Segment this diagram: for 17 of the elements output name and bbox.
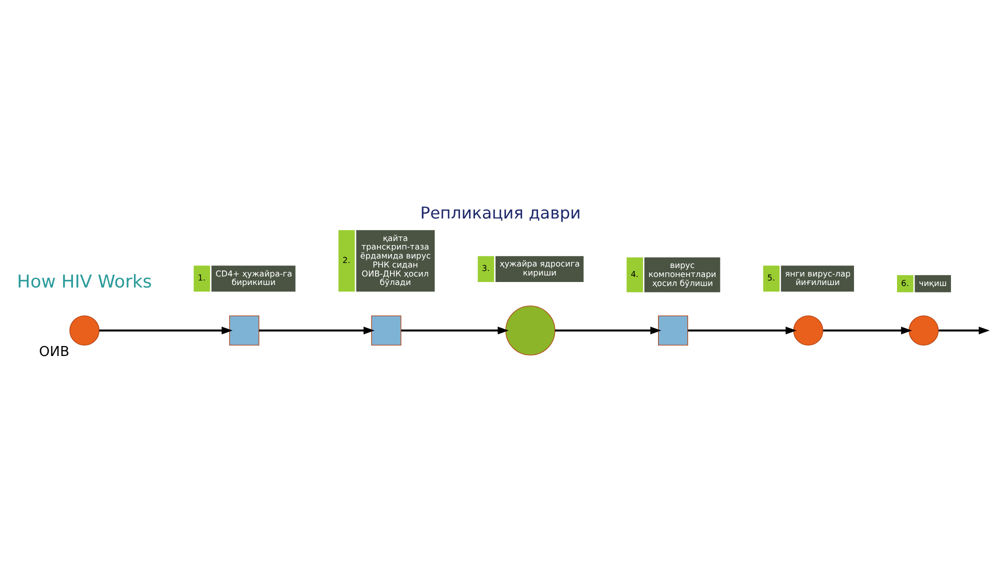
node-circle xyxy=(504,305,555,355)
node-circle xyxy=(908,314,938,346)
arrow xyxy=(258,326,374,334)
node-box xyxy=(228,314,259,346)
node-label: ОИВ xyxy=(38,344,69,360)
arrow xyxy=(687,326,796,334)
arrow xyxy=(98,326,232,334)
diagram-title: Репликация даври xyxy=(420,203,580,222)
arrow xyxy=(822,326,912,334)
arrow xyxy=(938,326,990,334)
arrow xyxy=(554,326,661,334)
node-circle xyxy=(792,314,823,346)
node-circle xyxy=(68,314,99,346)
node-box xyxy=(658,314,688,346)
node-box xyxy=(370,314,401,346)
label: How HIV Works xyxy=(16,272,152,292)
arrow xyxy=(400,326,508,334)
